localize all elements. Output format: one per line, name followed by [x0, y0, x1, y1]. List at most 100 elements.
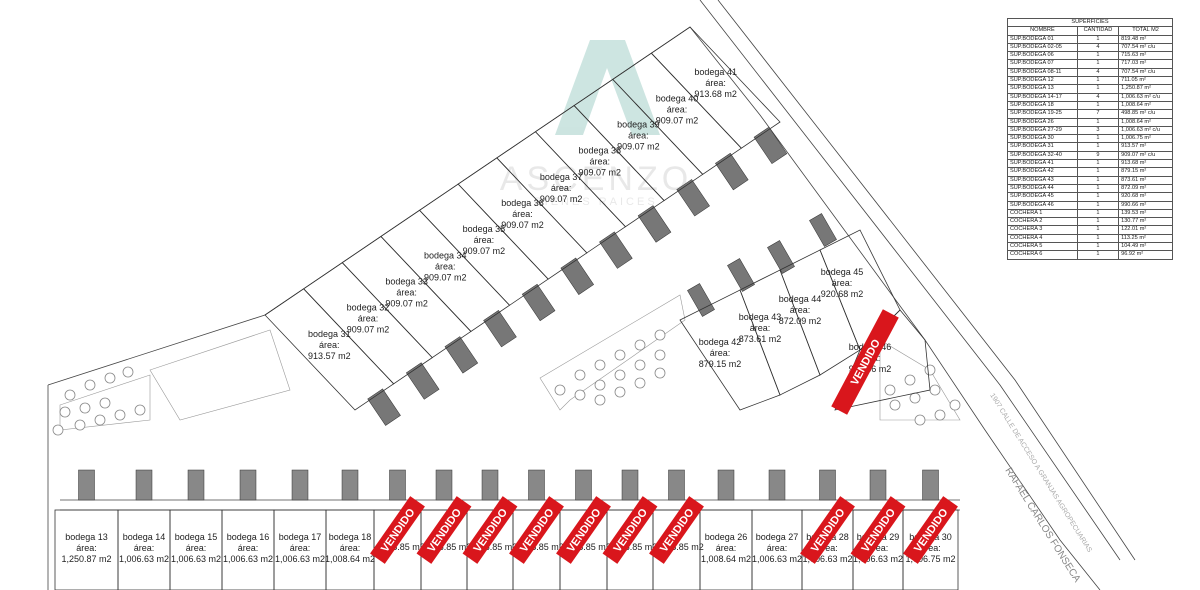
lot-outline	[650, 26, 781, 149]
lot-area-label: área:	[358, 314, 379, 324]
lot-area-label: área:	[920, 543, 941, 553]
lot-name: bodega 44	[779, 294, 822, 304]
row-cantidad: 1	[1076, 59, 1120, 69]
loading-dock	[481, 469, 499, 501]
lot-area-label: área:	[667, 104, 688, 114]
tree-icon	[904, 374, 916, 386]
row-cantidad: 1	[1076, 192, 1120, 202]
row-total: 96.92 m²	[1118, 250, 1173, 260]
lot-name: bodega 43	[739, 312, 782, 322]
lot-name: bodega 26	[705, 532, 748, 542]
lot-area: 498.85 m2	[475, 542, 518, 552]
row-nombre: SUP.BODEGA 26	[1007, 117, 1078, 127]
row-cantidad: 4	[1076, 42, 1120, 53]
row-nombre: SUP.BODEGA 32-40	[1007, 150, 1078, 161]
row-nombre: COCHERA 5	[1007, 241, 1078, 252]
lot-area-label: área:	[435, 261, 456, 271]
row-nombre: SUP.BODEGA 44	[1007, 183, 1078, 194]
sold-banner: VENDIDO	[509, 496, 564, 564]
row-total: 122.01 m²	[1118, 225, 1173, 235]
watermark-brand: ASCENZO	[500, 160, 692, 198]
sold-banner-bg	[800, 496, 855, 564]
row-nombre: SUP.BODEGA 12	[1007, 76, 1078, 86]
lot-area-label: área:	[868, 543, 889, 553]
loading-dock	[869, 469, 887, 501]
loading-dock	[768, 469, 786, 501]
lot-area: 1,006.63 m2	[275, 554, 325, 564]
loading-dock	[715, 152, 749, 191]
loading-dock	[819, 469, 836, 501]
row-total: 104.49 m²	[1118, 241, 1173, 252]
row-cantidad: 1	[1076, 84, 1120, 94]
sold-banner-bg	[903, 496, 958, 564]
lot-area-label: área:	[590, 157, 611, 167]
row-nombre: SUP.BODEGA 43	[1007, 175, 1078, 185]
row-total: 498.85 m² c/u	[1118, 109, 1173, 119]
lot-name: bodega 38	[578, 146, 621, 156]
tree-icon	[122, 366, 134, 378]
row-cantidad: 1	[1076, 208, 1120, 219]
row-total: 920.68 m²	[1118, 192, 1173, 202]
row-cantidad: 9	[1076, 150, 1120, 161]
lot-area: 909.07 m2	[656, 115, 699, 125]
row-nombre: SUP.BODEGA 30	[1007, 134, 1078, 144]
loading-dock	[444, 336, 479, 374]
lot-area: 1,006.63 m2	[752, 554, 802, 564]
row-total: 990.66 m²	[1118, 200, 1173, 210]
loading-dock	[291, 469, 309, 501]
lot-area: 1,006.63 m2	[853, 554, 903, 564]
row-nombre: COCHERA 6	[1007, 250, 1078, 260]
loading-dock	[135, 469, 153, 501]
lot-area: 909.07 m2	[617, 141, 660, 151]
row-nombre: COCHERA 4	[1007, 233, 1078, 244]
lot-name: bodega 18	[329, 532, 372, 542]
lot-area: 1,006.63 m2	[223, 554, 273, 564]
tree-icon	[104, 372, 116, 384]
tree-icon	[594, 379, 606, 391]
lot-area-label: área:	[710, 348, 731, 358]
row-total: 1,250.87 m²	[1118, 84, 1173, 94]
row-nombre: SUP.BODEGA 31	[1007, 142, 1078, 152]
row-nombre: SUP.BODEGA 08-11	[1007, 67, 1078, 78]
lot-area-label: área:	[750, 323, 771, 333]
lot-name: bodega 34	[424, 250, 467, 260]
sold-banner-bg	[416, 496, 472, 564]
tree-icon	[59, 406, 71, 418]
row-cantidad: 1	[1076, 217, 1120, 227]
loading-docks	[78, 126, 939, 501]
loading-dock	[367, 388, 401, 426]
lot-name: bodega 36	[501, 198, 544, 208]
